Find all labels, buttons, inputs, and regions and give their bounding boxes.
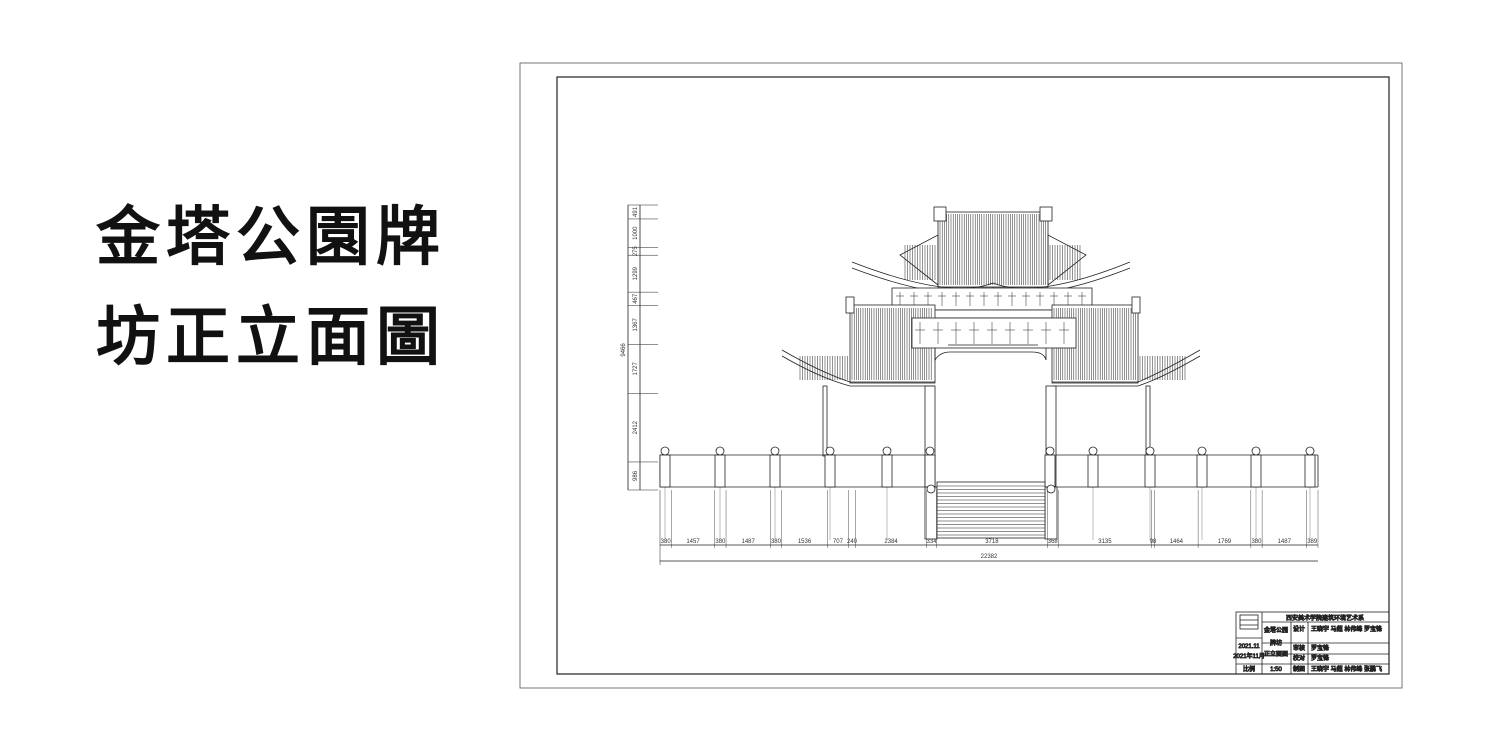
drawing-title-line-1: 金塔公園牌 (96, 200, 446, 275)
title-block-item: 牌坊 (1270, 639, 1282, 647)
row-label-draw: 制图 (1293, 665, 1305, 673)
stairs (936, 481, 1046, 539)
railing-post-cap (660, 446, 670, 456)
railing-post-cap (1045, 446, 1055, 456)
railing-post-cap (1088, 446, 1098, 456)
railing-post (881, 454, 893, 488)
railing-post-cap (925, 446, 935, 456)
title-block-drawing-name: 正立面图 (1264, 650, 1288, 658)
lower-eave-left (781, 349, 935, 383)
ridge-ornament-right (1039, 206, 1053, 222)
railing-post-cap (882, 446, 892, 456)
dimension-label: 380 (715, 539, 726, 545)
railing-post (714, 454, 726, 488)
railing-post (769, 454, 781, 488)
railing-post (1196, 454, 1208, 488)
row-value-draw: 王晓宇 马超 林伟峰 张鹏飞 (1311, 665, 1382, 673)
row-label-review: 审核 (1293, 644, 1305, 652)
railing-post-cap (770, 446, 780, 456)
arch-head (934, 348, 1047, 362)
title-block-institution: 西安美术学院建筑环境艺术系 (1286, 614, 1364, 622)
row-value-review: 罗宝锋 (1311, 644, 1329, 652)
lower-ridge-ornament-left (845, 296, 855, 314)
lower-eave-right-inner (1052, 355, 1201, 387)
dimension-label: 98 (1150, 539, 1157, 545)
dimension-label: 1769 (1218, 539, 1232, 545)
stair-pier-left (924, 486, 938, 540)
railing-post-cap (715, 446, 725, 456)
outer-column (822, 385, 828, 457)
height-label: 491 (633, 206, 639, 217)
height-label: 986 (633, 470, 639, 481)
upper-roof-left-slope (899, 234, 939, 286)
ridge-ornament-left (933, 206, 947, 222)
dimension-label: 2384 (884, 539, 898, 545)
dimension-label: 334 (927, 539, 938, 545)
height-label: 1299 (633, 266, 639, 280)
height-label: 275 (633, 246, 639, 257)
gateway-elevation (659, 206, 1319, 540)
railing-post (924, 454, 936, 488)
row-value-check: 罗宝锋 (1311, 654, 1329, 662)
dimension-label: 707 (833, 539, 844, 545)
railing-post (1304, 454, 1316, 488)
railing-post (1044, 454, 1056, 488)
title-block-date-label: 2021.11 (1238, 644, 1260, 650)
dimension-label: 240 (847, 539, 858, 545)
railing-post-cap (1197, 446, 1207, 456)
drawing-title-line-2: 坊正立面圖 (96, 300, 446, 375)
middle-bracket-band (911, 317, 1077, 349)
title-block: 西安美术学院建筑环境艺术系 金塔公园 牌坊 正立面图 2021.11 2021年… (1233, 611, 1390, 675)
stair-pier-right (1044, 486, 1058, 540)
outer-column (1145, 385, 1151, 457)
height-label: 1000 (633, 226, 639, 240)
stair-pier-cap (926, 484, 936, 494)
sheet-inner-border (556, 76, 1390, 675)
dimension-label: 1487 (741, 539, 755, 545)
sheet-outer-border (519, 62, 1403, 689)
railing-post (659, 454, 671, 488)
dimension-label: 1464 (1170, 539, 1184, 545)
dimension-label: 1487 (1278, 539, 1292, 545)
logo-icon (1239, 614, 1259, 630)
row-label-check: 校对 (1293, 654, 1305, 662)
dimension-label: 368 (1048, 539, 1059, 545)
dimension-label: 3718 (985, 539, 999, 545)
total-height-label: 9466 (621, 343, 627, 357)
dimension-label: 1457 (686, 539, 700, 545)
upper-roof-right-slope (1047, 234, 1087, 286)
title-block-date: 2021年11月 (1233, 652, 1265, 660)
railing-post-cap (825, 446, 835, 456)
height-label: 467 (633, 293, 639, 304)
dimension-label: 380 (1251, 539, 1262, 545)
upper-eave-curve (851, 261, 1131, 289)
railing-post (824, 454, 836, 488)
title-block-scale: 1:50 (1270, 667, 1282, 673)
railing-post-cap (1251, 446, 1261, 456)
dimension-label: 389 (1307, 539, 1318, 545)
dimension-label: 1536 (798, 539, 812, 545)
title-block-scale-label: 比例 (1243, 665, 1255, 673)
lower-eave-right (1052, 349, 1201, 383)
height-label: 2412 (633, 420, 639, 434)
railing-post (1087, 454, 1099, 488)
row-value-design: 王晓宇 马超 林伟峰 罗宝锋 (1311, 625, 1382, 633)
stair-pier-cap (1046, 484, 1056, 494)
lower-ridge-ornament-right (1131, 296, 1141, 314)
lower-eave-left-inner (781, 355, 935, 387)
height-label: 1367 (633, 318, 639, 332)
height-label: 1727 (633, 362, 639, 376)
railing-post (1250, 454, 1262, 488)
dimension-label: 3135 (1098, 539, 1112, 545)
railing-post-cap (1145, 446, 1155, 456)
railing-post-cap (1305, 446, 1315, 456)
row-label-design: 设计 (1293, 625, 1305, 633)
dimension-label: 380 (771, 539, 782, 545)
dimension-label: 380 (661, 539, 672, 545)
railing-post (1144, 454, 1156, 488)
total-dimension-label: 22382 (981, 554, 998, 560)
title-block-project: 金塔公园 (1264, 626, 1288, 634)
